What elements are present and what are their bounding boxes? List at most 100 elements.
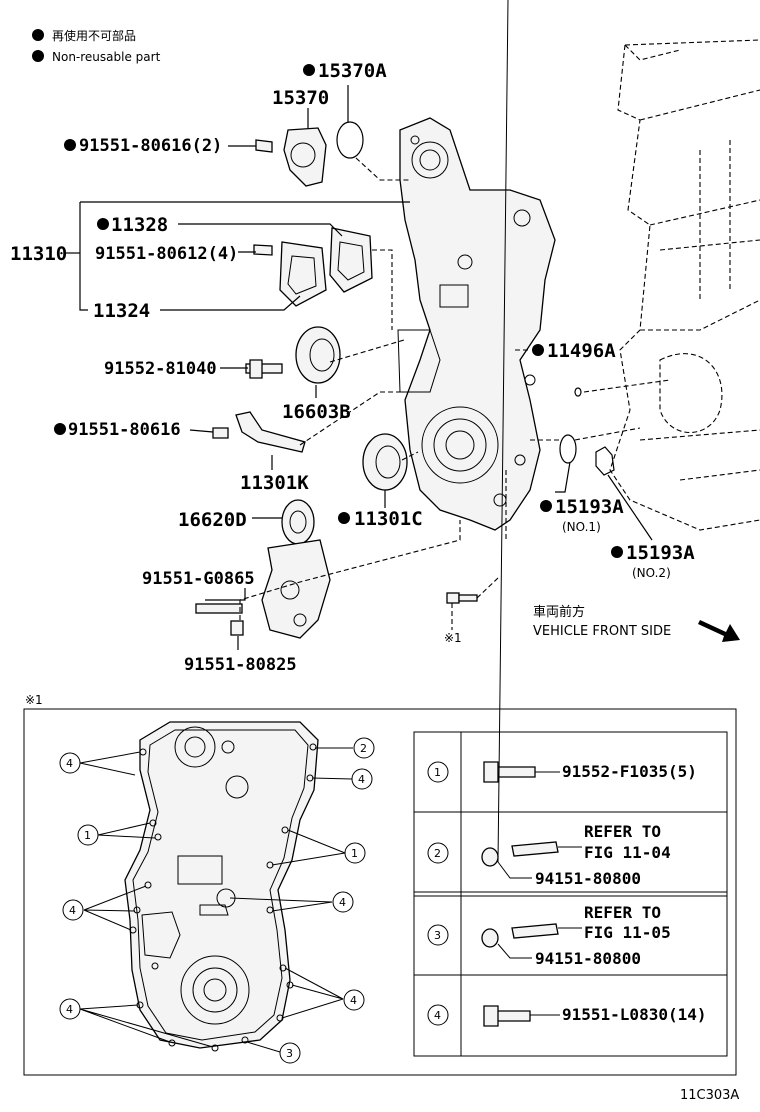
label-15193A-no1-sub: (NO.1): [562, 520, 601, 534]
pulley-16603B-illustration: [245, 326, 341, 384]
label-91551-80616-2: 91551-80616(2): [79, 136, 222, 156]
label-15193A-no2-sub: (NO.2): [632, 566, 671, 580]
o-rings-illustration: [559, 387, 615, 476]
callout-4: 4: [59, 998, 81, 1020]
inset-ref-1: ※1: [23, 0, 737, 1076]
label-15193A-no1: 15193A: [555, 496, 624, 518]
vehicle-front-en: VEHICLE FRONT SIDE: [533, 624, 671, 639]
part-15370-illustration: [255, 121, 364, 187]
non-reusable-dot-icon: [54, 423, 66, 435]
label-ref-mark-1: ※1: [444, 631, 462, 645]
inset-callouts: 4 2 4 1 1 4 4 4 4 3: [59, 737, 375, 1064]
label-11301C: 11301C: [354, 508, 423, 530]
svg-text:4: 4: [66, 1003, 73, 1016]
part-number: 94151-80800: [535, 949, 641, 968]
part-number: 91551-L0830(14): [562, 1005, 707, 1024]
svg-text:4: 4: [350, 994, 357, 1007]
legend-jp: 再使用不可部品: [52, 28, 136, 43]
callout-1: 1: [77, 824, 99, 846]
flange-bolt-icon: [483, 761, 536, 783]
nut-icon: [481, 847, 499, 867]
svg-text:1: 1: [84, 829, 91, 842]
label-91551-80612-4: 91551-80612(4): [95, 244, 238, 264]
part-number: 91552-F1035(5): [562, 762, 697, 781]
non-reusable-dot-icon: [64, 139, 76, 151]
legend-en: Non-reusable part: [52, 50, 161, 64]
legend-dot-icon: [32, 29, 44, 41]
part-labels: 15370A 15370 91551-80616(2) 11328 11310 …: [10, 60, 740, 675]
vehicle-front-jp: 車両前方: [533, 604, 585, 620]
flange-bolt-icon: [483, 1005, 531, 1027]
sensor-11301K-illustration: [212, 411, 306, 453]
label-16603B: 16603B: [282, 401, 351, 423]
gaskets-illustration: [253, 227, 373, 307]
svg-text:2: 2: [360, 742, 367, 755]
timing-cover-illustration: [397, 117, 556, 531]
leader-lines: [64, 85, 671, 650]
label-11324: 11324: [93, 300, 150, 322]
label-11328: 11328: [111, 214, 168, 236]
label-15193A-no2: 15193A: [626, 542, 695, 564]
non-reusable-dot-icon: [97, 218, 109, 230]
label-11496A: 11496A: [547, 340, 616, 362]
non-reusable-dot-icon: [611, 546, 623, 558]
inset-frame: [23, 708, 737, 1076]
inset-callout-leaders: [79, 747, 353, 1053]
label-91551-G0865: 91551-G0865: [142, 569, 255, 589]
label-15370A: 15370A: [318, 60, 387, 82]
stud-bolt-icon: [511, 923, 559, 939]
inset-bolt-holes: [129, 743, 317, 1052]
legend: 再使用不可部品 Non-reusable part: [32, 28, 161, 64]
refer-line-2: FIG 11-05: [584, 923, 671, 942]
callout-4: 4: [351, 768, 373, 790]
refer-line-1: REFER TO: [584, 822, 661, 841]
callout-1: 1: [344, 842, 366, 864]
table-row-1: 1 91552-F1035(5): [427, 761, 697, 783]
stud-bolt-icon: [511, 841, 559, 857]
row-number: 4: [434, 1009, 441, 1022]
inset-mark: ※1: [25, 693, 43, 707]
row-number: 2: [434, 847, 441, 860]
callout-4: 4: [332, 891, 354, 913]
part-number: 94151-80800: [535, 869, 641, 888]
label-11301K: 11301K: [240, 472, 309, 494]
label-91552-81040: 91552-81040: [104, 359, 217, 379]
label-11310: 11310: [10, 243, 67, 265]
svg-text:4: 4: [339, 896, 346, 909]
table-row-4: 4 91551-L0830(14): [427, 1004, 707, 1027]
callout-4: 4: [59, 752, 81, 774]
row-number: 1: [434, 766, 441, 779]
refer-line-2: FIG 11-04: [584, 843, 671, 862]
engine-block-illustration: [609, 39, 760, 531]
svg-text:4: 4: [66, 757, 73, 770]
label-91551-80825: 91551-80825: [184, 655, 297, 675]
nut-icon: [481, 928, 499, 948]
callout-4: 4: [343, 989, 365, 1011]
row-number: 3: [434, 929, 441, 942]
label-16620D: 16620D: [178, 509, 247, 531]
non-reusable-dot-icon: [540, 500, 552, 512]
callout-3: 3: [279, 1042, 301, 1064]
bolt-table: 1 91552-F1035(5) 2 REFER TO FIG 11-04 94…: [413, 0, 728, 1057]
svg-text:4: 4: [358, 773, 365, 786]
legend-dot-icon: [32, 50, 44, 62]
refer-line-1: REFER TO: [584, 903, 661, 922]
svg-text:3: 3: [286, 1047, 293, 1060]
svg-text:4: 4: [69, 904, 76, 917]
non-reusable-dot-icon: [303, 64, 315, 76]
bolt-ref-1-illustration: [446, 592, 478, 604]
callout-2: 2: [353, 737, 375, 759]
callout-4: 4: [62, 899, 84, 921]
tensioner-16620D-illustration: [195, 499, 331, 639]
non-reusable-dot-icon: [532, 344, 544, 356]
vehicle-front-arrow-icon: [698, 620, 740, 642]
table-row-2: 2 REFER TO FIG 11-04 94151-80800: [427, 0, 671, 888]
svg-text:1: 1: [351, 847, 358, 860]
label-91551-80616: 91551-80616: [68, 420, 181, 440]
non-reusable-dot-icon: [338, 512, 350, 524]
table-row-3: 3 REFER TO FIG 11-05 94151-80800: [427, 903, 671, 968]
inset-cover-illustration: [124, 721, 319, 1049]
oil-seal-11301C-illustration: [362, 433, 408, 491]
figure-code: 11C303A: [680, 1088, 739, 1103]
